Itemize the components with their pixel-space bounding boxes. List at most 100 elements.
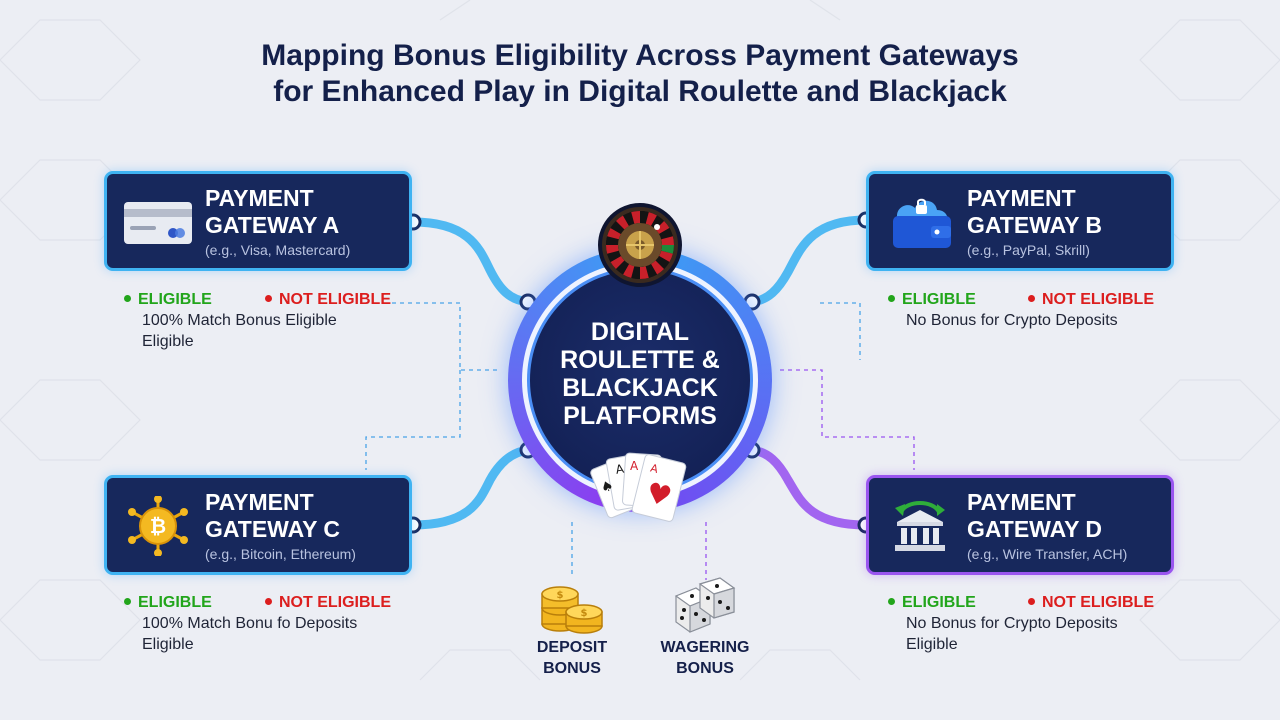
gateway-b-eligibility: ELIGIBLE NOT ELIGIBLE No Bonus for Crypt… <box>888 289 1208 331</box>
deposit-bonus-line2: BONUS <box>543 660 601 677</box>
not-eligible-dot-icon <box>1028 598 1035 605</box>
bank-transfer-icon <box>895 501 945 551</box>
gateway-a-title-line2: GATEWAY A <box>205 212 340 238</box>
gateway-a-title: PAYMENT GATEWAY A <box>205 185 405 239</box>
roulette-slot <box>623 264 635 278</box>
roulette-slot <box>610 256 625 270</box>
gateway-d-subtitle: (e.g., Wire Transfer, ACH) <box>967 546 1128 562</box>
eligible-label: ELIGIBLE <box>138 594 212 611</box>
not-eligible-dot-icon <box>1028 295 1035 302</box>
roulette-slot <box>610 220 625 234</box>
roulette-slot <box>615 260 629 275</box>
gateway-c-title-line2: GATEWAY C <box>205 516 341 542</box>
eligible-tag: ELIGIBLE <box>124 289 212 310</box>
gateway-a-subtitle: (e.g., Visa, Mastercard) <box>205 242 351 258</box>
roulette-slot <box>640 266 649 279</box>
gateway-d-title-line2: GATEWAY D <box>967 516 1103 542</box>
svg-text:$: $ <box>557 590 564 601</box>
deposit-bonus-label: DEPOSIT BONUS <box>512 637 632 679</box>
roulette-slot <box>645 264 657 278</box>
not-eligible-label: NOT ELIGIBLE <box>279 291 391 308</box>
gateway-a-note-2: Eligible <box>142 333 194 350</box>
gateway-d-note-1: No Bonus for Crypto Deposits <box>906 615 1118 632</box>
gateway-d-title-line1: PAYMENT <box>967 489 1076 515</box>
gateway-d-eligibility: ELIGIBLE NOT ELIGIBLE No Bonus for Crypt… <box>888 592 1208 655</box>
dice-icon <box>674 577 736 633</box>
svg-text:$: $ <box>581 608 588 619</box>
roulette-slot <box>645 212 657 226</box>
gateway-b-title-line1: PAYMENT <box>967 185 1076 211</box>
eligible-dot-icon <box>888 598 895 605</box>
svg-text:₿: ₿ <box>150 514 166 538</box>
gateway-a-eligibility: ELIGIBLE NOT ELIGIBLE 100% Match Bonus E… <box>124 289 444 352</box>
digital-wallet-icon <box>893 198 951 248</box>
gateway-d-title: PAYMENT GATEWAY D <box>967 489 1167 543</box>
roulette-slot <box>623 212 635 226</box>
gateway-a-card: PAYMENT GATEWAY A (e.g., Visa, Mastercar… <box>104 171 412 271</box>
svg-text:A: A <box>630 459 639 473</box>
gateway-b-title-line2: GATEWAY B <box>967 212 1103 238</box>
gateway-b-note-1: No Bonus for Crypto Deposits <box>906 312 1118 329</box>
gateway-b-title: PAYMENT GATEWAY B <box>967 185 1167 239</box>
svg-text:♠: ♠ <box>599 477 617 497</box>
not-eligible-dot-icon <box>265 295 272 302</box>
connector-gateway-d <box>747 445 871 530</box>
eligible-tag: ELIGIBLE <box>124 592 212 613</box>
not-eligible-dot-icon <box>265 598 272 605</box>
bitcoin-icon: ₿ <box>128 496 188 556</box>
hub-label-line-1: DIGITAL <box>590 318 690 346</box>
not-eligible-label: NOT ELIGIBLE <box>1042 594 1154 611</box>
eligible-dot-icon <box>124 598 131 605</box>
eligible-label: ELIGIBLE <box>902 594 976 611</box>
roulette-slot <box>606 236 619 245</box>
not-eligible-tag: NOT ELIGIBLE <box>1028 289 1154 310</box>
roulette-slot <box>615 215 629 230</box>
gateway-c-note-2: Eligible <box>142 636 194 653</box>
roulette-slot <box>661 236 674 245</box>
hub-label-line-2: ROULETTE & <box>560 346 720 374</box>
roulette-slot <box>661 245 674 254</box>
svg-text:A: A <box>649 462 660 477</box>
eligible-label: ELIGIBLE <box>138 291 212 308</box>
roulette-slot <box>659 250 673 262</box>
eligible-tag: ELIGIBLE <box>888 289 976 310</box>
wagering-bonus-line2: BONUS <box>676 660 734 677</box>
gateway-c-subtitle: (e.g., Bitcoin, Ethereum) <box>205 546 356 562</box>
wagering-bonus-line1: WAGERING <box>660 639 750 656</box>
roulette-slot <box>640 211 649 224</box>
eligible-dot-icon <box>888 295 895 302</box>
roulette-slot <box>631 211 640 224</box>
title-line-2: for Enhanced Play in Digital Roulette an… <box>273 75 1007 108</box>
not-eligible-label: NOT ELIGIBLE <box>1042 291 1154 308</box>
roulette-slot <box>655 256 670 270</box>
gateway-d-card: PAYMENT GATEWAY D (e.g., Wire Transfer, … <box>866 475 1174 575</box>
page-title: Mapping Bonus Eligibility Across Payment… <box>0 38 1280 110</box>
roulette-slot <box>607 228 621 240</box>
credit-card-icon <box>124 202 192 244</box>
connector-gateway-a <box>408 217 533 307</box>
gold-coins-icon: $ $ <box>541 586 603 634</box>
not-eligible-label: NOT ELIGIBLE <box>279 594 391 611</box>
gateway-c-note-1: 100% Match Bonu fo Deposits <box>142 615 358 632</box>
roulette-slot <box>659 228 673 240</box>
gateway-a-note-1: 100% Match Bonus Eligible <box>142 312 337 329</box>
gateway-d-note-2: Eligible <box>906 636 958 653</box>
svg-text:A: A <box>615 461 626 476</box>
hub-label: DIGITAL ROULETTE & BLACKJACK PLATFORMS <box>530 318 750 430</box>
connector-gateway-b <box>747 215 871 307</box>
roulette-slot <box>607 250 621 262</box>
roulette-slot <box>651 260 665 275</box>
hub-label-line-3: BLACKJACK <box>562 374 718 402</box>
gateway-a-title-line1: PAYMENT <box>205 185 314 211</box>
roulette-wheel-icon <box>598 203 682 287</box>
connector-gateway-c <box>408 445 533 530</box>
title-line-1: Mapping Bonus Eligibility Across Payment… <box>261 39 1019 72</box>
not-eligible-tag: NOT ELIGIBLE <box>265 592 391 613</box>
hub-label-line-4: PLATFORMS <box>563 402 717 430</box>
gateway-b-subtitle: (e.g., PayPal, Skrill) <box>967 242 1090 258</box>
gateway-c-card: ₿ PAYMENT GATEWAY C (e.g., Bitcoin, Ethe… <box>104 475 412 575</box>
not-eligible-tag: NOT ELIGIBLE <box>1028 592 1154 613</box>
playing-cards-icon: ♠ A A ♥ A <box>590 452 687 522</box>
gateway-b-card: PAYMENT GATEWAY B (e.g., PayPal, Skrill) <box>866 171 1174 271</box>
